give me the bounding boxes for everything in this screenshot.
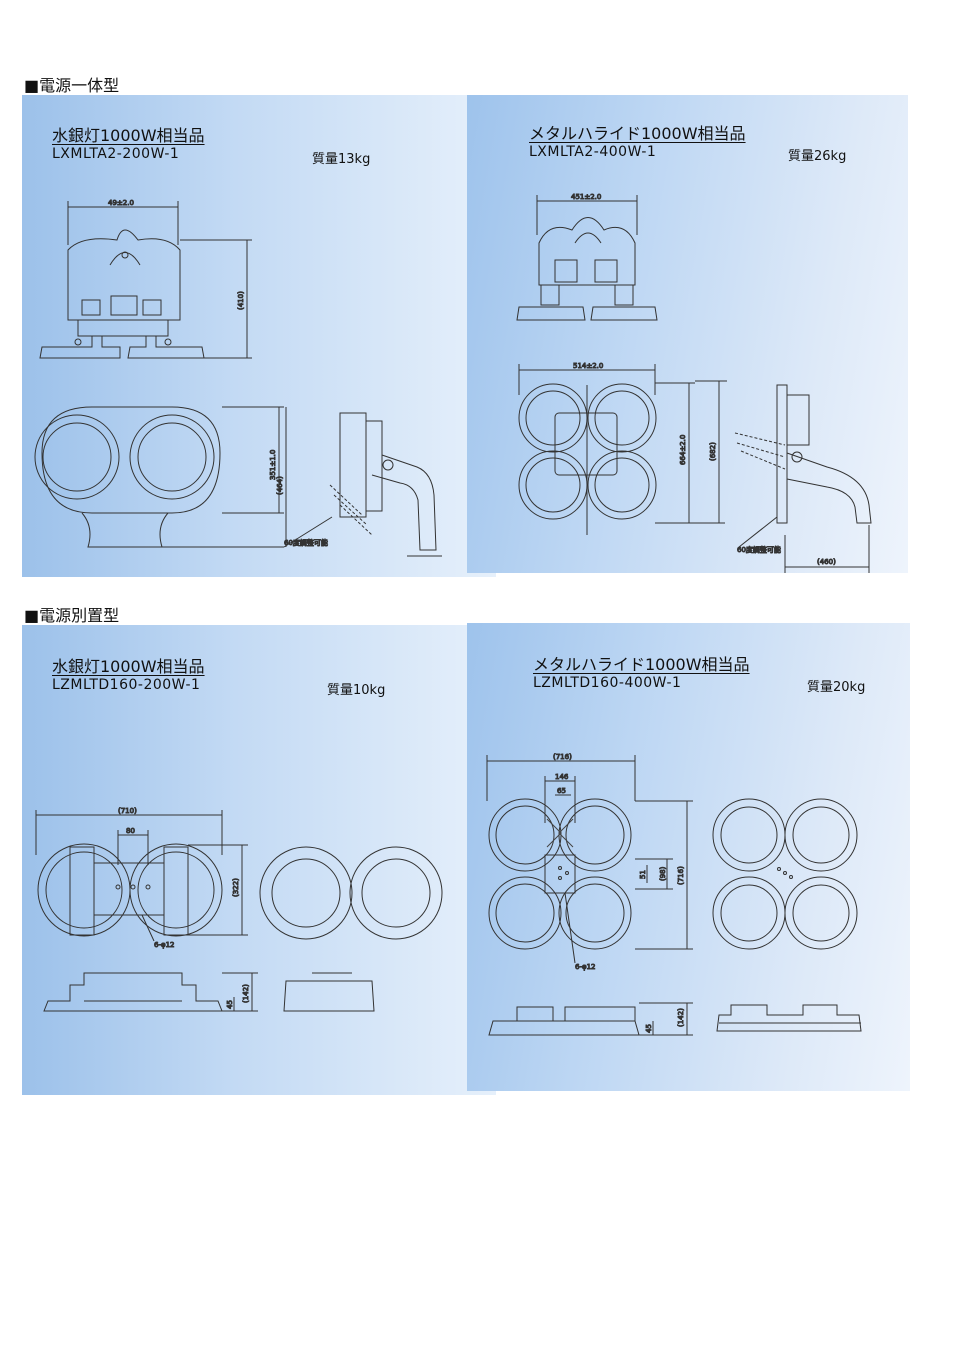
dim-width-top: (710)	[118, 807, 137, 815]
dim-height-side: (142)	[242, 984, 250, 1003]
product-panel-lzmltd160-400w: メタルハライド1000W相当品 LZMLTD160-400W-1 質量20kg …	[467, 623, 910, 1091]
product-panel-lxmlta2-200w: 水銀灯1000W相当品 LXMLTA2-200W-1 質量13kg 49±2.0…	[22, 95, 496, 577]
dim-hole: 6-φ12	[154, 941, 175, 949]
dim-height-top: (322)	[232, 878, 240, 897]
dim-height-side: (142)	[677, 1008, 685, 1027]
product-weight: 質量26kg	[788, 149, 847, 164]
dim-width-top: 49±2.0	[108, 199, 134, 207]
product-title: メタルハライド1000W相当品	[533, 655, 750, 674]
technical-drawing: 451±2.0 514±2.0 664±2.0 (682)	[467, 193, 908, 573]
dim-height-front: 351±1.0	[269, 450, 277, 480]
product-panel-lzmltd160-200w: 水銀灯1000W相当品 LZMLTD160-200W-1 質量10kg (710…	[22, 625, 496, 1095]
product-weight: 質量13kg	[312, 152, 371, 167]
dim-inner-a: (98)	[659, 866, 667, 881]
dim-height-top: (716)	[677, 866, 685, 885]
product-weight: 質量20kg	[807, 680, 866, 695]
dim-width-front: 514±2.0	[573, 362, 603, 370]
dim-pitch-b: 65	[557, 787, 566, 795]
dim-inner-b: 51	[639, 870, 647, 879]
dim-depth-side: (460)	[817, 558, 836, 566]
dim-height-front: 664±2.0	[679, 435, 687, 465]
product-model: LXMLTA2-400W-1	[529, 144, 657, 160]
dim-height-top: (410)	[237, 291, 245, 310]
product-title: メタルハライド1000W相当品	[529, 124, 746, 143]
product-title: 水銀灯1000W相当品	[52, 126, 205, 145]
technical-drawing: 49±2.0 (410) 351±1.0 (464)	[22, 199, 496, 577]
dim-pitch: 80	[126, 827, 135, 835]
section-heading-integrated: ■電源一体型	[24, 76, 120, 95]
product-title: 水銀灯1000W相当品	[52, 657, 205, 676]
product-weight: 質量10kg	[327, 683, 386, 698]
dim-hole: 6-φ12	[575, 963, 596, 971]
dim-pitch-a: 146	[555, 773, 569, 781]
dim-base-height: 45	[645, 1024, 653, 1033]
product-model: LZMLTD160-200W-1	[52, 677, 201, 693]
dim-angle-note: 60度調整可能	[284, 538, 328, 547]
dim-height-total: (464)	[276, 476, 284, 495]
dim-base-height: 45	[226, 1000, 234, 1009]
product-panel-lxmlta2-400w: メタルハライド1000W相当品 LXMLTA2-400W-1 質量26kg 45…	[467, 95, 908, 573]
product-model: LXMLTA2-200W-1	[52, 146, 180, 162]
dim-height-total: (682)	[709, 442, 717, 461]
dim-width-top: (716)	[553, 753, 572, 761]
dim-width-top: 451±2.0	[571, 193, 601, 201]
technical-drawing: (716) 146 65 (716) (98) 51 6-φ12	[467, 753, 910, 1091]
product-model: LZMLTD160-400W-1	[533, 675, 682, 691]
dim-angle-note: 60度調整可能	[737, 545, 781, 554]
section-heading-separate: ■電源別置型	[24, 606, 120, 625]
technical-drawing: (710) 80 (322) 6-φ12 (142) 45	[22, 807, 496, 1095]
